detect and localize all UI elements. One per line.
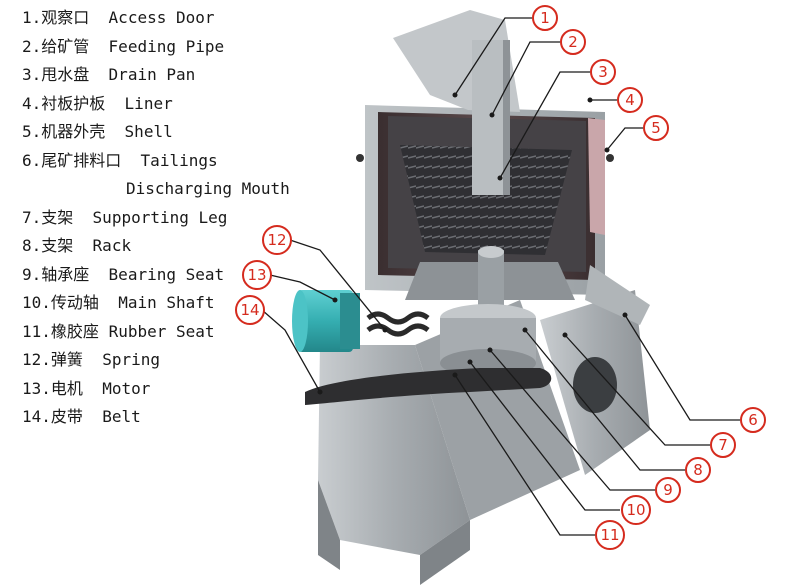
legend-item-5: 5.机器外壳 Shell	[22, 122, 173, 141]
legend-item-3: 3.甩水盘 Drain Pan	[22, 65, 196, 84]
callout-9: 9	[655, 477, 681, 503]
legend-item-4: 4.衬板护板 Liner	[22, 93, 173, 113]
legend-item-6-continued: Discharging Mouth	[126, 179, 290, 198]
legend-item-7: 7.支架 Supporting Leg	[22, 207, 228, 227]
legend-item-6: 6.尾矿排料口 Tailings	[22, 150, 218, 170]
legend-item-9: 9.轴承座 Bearing Seat	[22, 264, 225, 284]
legend-item-12: 12.弹簧 Spring	[22, 350, 160, 369]
callout-12: 12	[262, 225, 292, 255]
svg-text:1: 1	[540, 9, 550, 27]
leader-lines	[261, 17, 740, 536]
svg-text:12: 12	[267, 231, 286, 249]
callout-13: 13	[242, 260, 272, 290]
svg-text:4: 4	[625, 91, 635, 109]
svg-text:13: 13	[247, 266, 266, 284]
shell	[365, 105, 605, 295]
callout-7: 7	[710, 432, 736, 458]
callout-2: 2	[560, 29, 586, 55]
shell-bolt-left	[356, 154, 364, 162]
spring	[366, 311, 430, 337]
svg-text:8: 8	[693, 461, 703, 479]
tailings-chute	[585, 265, 650, 325]
callout-5: 5	[643, 115, 669, 141]
legend-item-2: 2.给矿管 Feeding Pipe	[22, 36, 225, 56]
svg-text:7: 7	[718, 436, 728, 454]
callout-14: 14	[235, 295, 265, 325]
legend-item-14: 14.皮带 Belt	[22, 407, 141, 426]
svg-text:2: 2	[568, 33, 578, 51]
callout-10: 10	[621, 495, 651, 525]
callout-3: 3	[590, 59, 616, 85]
motor	[292, 290, 360, 352]
callout-8: 8	[685, 457, 711, 483]
inner-cone-ribs	[400, 145, 572, 255]
svg-text:10: 10	[626, 501, 645, 519]
legend: 1.观察口 Access Door 2.给矿管 Feeding Pipe 3.甩…	[22, 4, 290, 432]
callout-4: 4	[617, 87, 643, 113]
svg-text:11: 11	[600, 526, 619, 544]
legend-item-13: 13.电机 Motor	[22, 378, 151, 398]
svg-text:3: 3	[598, 63, 608, 81]
callout-1: 1	[532, 5, 558, 31]
legend-item-10: 10.传动轴 Main Shaft	[22, 293, 215, 312]
belt	[305, 368, 552, 405]
svg-text:5: 5	[651, 119, 661, 137]
svg-text:9: 9	[663, 481, 673, 499]
svg-text:14: 14	[240, 301, 259, 319]
callout-11: 11	[595, 520, 625, 550]
legend-item-1: 1.观察口 Access Door	[22, 8, 215, 27]
main-shaft	[478, 250, 504, 310]
legend-item-11: 11.橡胶座 Rubber Seat	[22, 321, 215, 341]
svg-text:6: 6	[748, 411, 758, 429]
leader-dots	[317, 92, 628, 395]
shell-bolt-right	[606, 154, 614, 162]
rack-opening	[573, 357, 617, 413]
legend-item-8: 8.支架 Rack	[22, 236, 132, 255]
callout-6: 6	[740, 407, 766, 433]
